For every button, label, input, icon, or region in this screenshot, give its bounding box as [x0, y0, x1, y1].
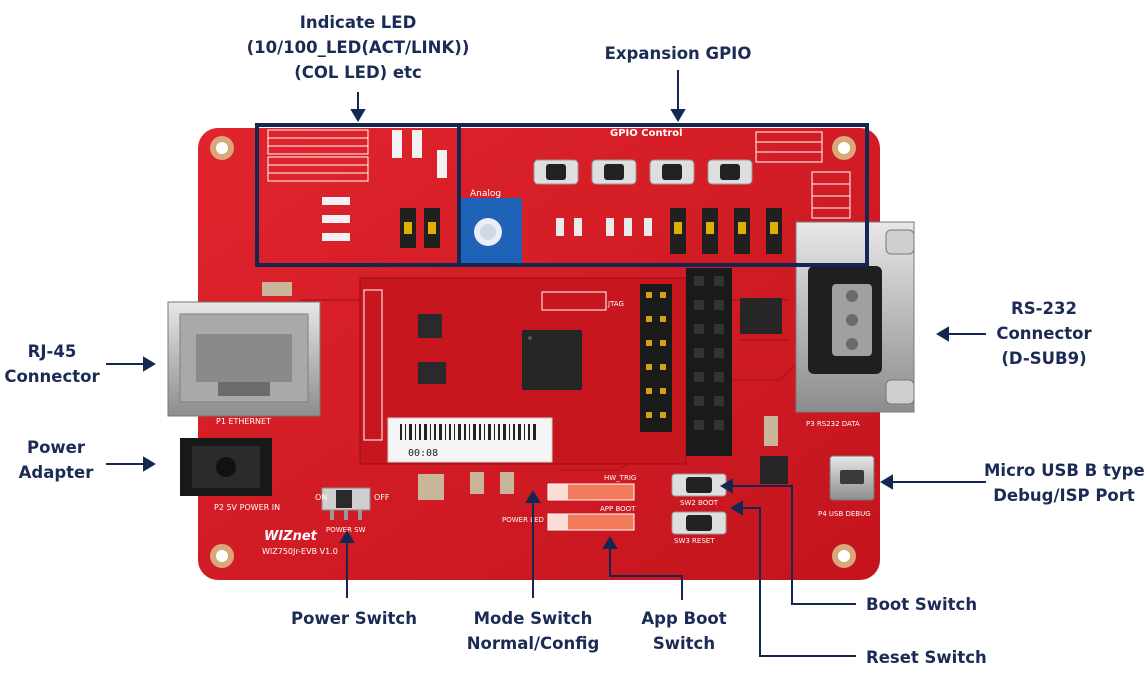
analog-print: Analog	[470, 189, 501, 199]
gpio-buttons	[533, 159, 753, 185]
label-line: (D-SUB9)	[1001, 349, 1087, 368]
gpio-highlight-box	[457, 123, 869, 267]
label-line: Expansion GPIO	[604, 44, 752, 63]
label-line: Connector	[996, 324, 1092, 343]
label-line: Mode Switch	[473, 609, 593, 628]
power-slide-switch: ON OFF POWER SW	[315, 487, 390, 534]
label-boot-switch: Boot Switch	[866, 592, 1006, 617]
power-sw-print: POWER SW	[326, 526, 366, 534]
label-line: Indicate LED	[299, 13, 417, 32]
label-line: (COL LED) etc	[294, 63, 422, 82]
right-pin-header	[686, 268, 732, 456]
rj45-jack: P1 ETHERNET	[167, 301, 321, 426]
sw1-off-print: OFF	[374, 493, 390, 502]
ethernet-print: P1 ETHERNET	[216, 417, 271, 426]
wiznet-branding: WIZnet WIZ750Jr-EVB V1.0	[262, 529, 338, 556]
micro-usb-port: P4 USB DEBUG	[760, 455, 875, 518]
label-micro-usb: Micro USB B type Debug/ISP Port	[984, 458, 1145, 508]
sticker-code-print: 00:08	[408, 448, 438, 459]
label-indicate-led: Indicate LED (10/100_LED(ACT/LINK)) (COL…	[238, 10, 478, 85]
mounting-holes	[210, 136, 856, 568]
app-boot-print: APP BOOT	[600, 505, 636, 513]
label-line: Switch	[652, 634, 716, 653]
label-power-adapter: Power Adapter	[4, 435, 108, 485]
label-line: RJ-45	[27, 342, 77, 361]
label-mode-switch: Mode Switch Normal/Config	[458, 606, 608, 656]
label-power-switch: Power Switch	[284, 606, 424, 631]
sw2-boot-print: SW2 BOOT	[680, 499, 719, 507]
label-line: Adapter	[18, 463, 94, 482]
label-line: Power Switch	[291, 609, 417, 628]
usb-debug-print: P4 USB DEBUG	[818, 510, 871, 518]
db9-connector: P3 RS232 DATA	[795, 221, 915, 428]
label-line: (10/100_LED(ACT/LINK))	[246, 38, 470, 57]
label-line: Reset Switch	[866, 648, 987, 667]
mode-slide-switches: HW_TRIG APP BOOT POWER LED	[502, 474, 636, 531]
power-in-print: P2 5V POWER IN	[214, 503, 280, 512]
label-line: Power	[27, 438, 85, 457]
label-app-boot: App Boot Switch	[626, 606, 742, 656]
wiznet-print: WIZnet	[264, 529, 318, 544]
rs232-print: P3 RS232 DATA	[806, 420, 860, 428]
gpio-jumpers	[670, 208, 782, 254]
power-jack: P2 5V POWER IN	[180, 438, 280, 512]
sw3-reset-print: SW3 RESET	[674, 537, 715, 545]
jtag-print: JTAG	[607, 300, 624, 308]
power-led-print: POWER LED	[502, 516, 544, 524]
gpio-area: Analog GPIO Control	[460, 128, 851, 264]
label-reset-switch: Reset Switch	[866, 645, 1006, 670]
wiz750jr-module: JTAG 00:08	[359, 277, 687, 465]
leader-lines	[106, 70, 986, 657]
gpio-control-print: GPIO Control	[610, 128, 683, 139]
label-line: Boot Switch	[866, 595, 978, 614]
misc-components	[262, 282, 778, 500]
rs232-transceiver-chip	[740, 298, 782, 334]
label-line: Micro USB B type	[984, 461, 1145, 480]
label-rj45: RJ-45 Connector	[0, 339, 104, 389]
label-line: Normal/Config	[466, 634, 600, 653]
label-line: App Boot	[641, 609, 727, 628]
tactile-switches: SW2 BOOT SW3 RESET	[671, 473, 727, 545]
label-line: Debug/ISP Port	[993, 486, 1135, 505]
label-expansion-gpio: Expansion GPIO	[588, 41, 768, 66]
model-print: WIZ750Jr-EVB V1.0	[262, 547, 338, 556]
sw1-on-print: ON	[315, 493, 327, 502]
label-line: RS-232	[1011, 299, 1077, 318]
led-indicator-panel	[267, 129, 447, 248]
label-rs232: RS-232 Connector (D-SUB9)	[986, 296, 1102, 371]
hw-trig-print: HW_TRIG	[604, 474, 636, 482]
label-line: Connector	[4, 367, 100, 386]
